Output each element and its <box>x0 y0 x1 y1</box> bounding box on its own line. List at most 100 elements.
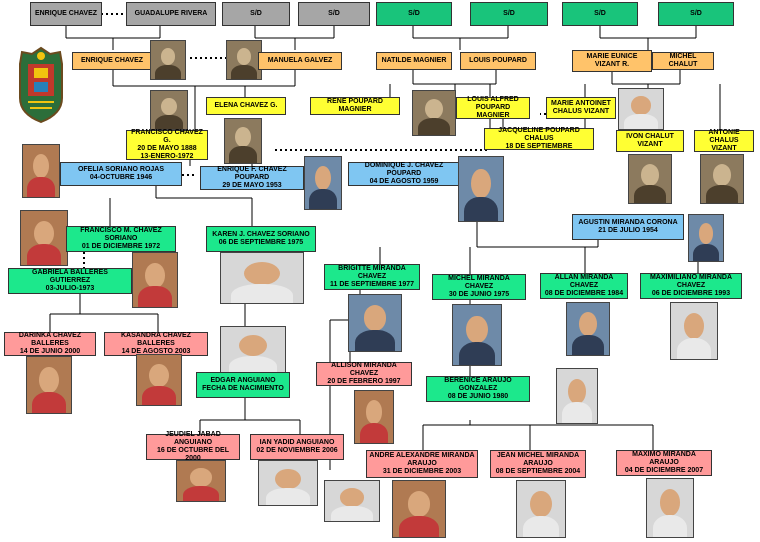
grandparent-louis-poupard[interactable]: LOUIS POUPARD <box>460 52 536 70</box>
person-birth-date: 29 DE MAYO 1953 <box>222 182 282 189</box>
great-grandparent-unknown-1[interactable]: S/D <box>222 2 290 26</box>
person-gabriela-balleres[interactable]: GABRIELA BALLERES GUTIERREZ 03-JULIO-197… <box>8 268 132 294</box>
person-name: ENRIQUE F. CHAVEZ POUPARD <box>217 166 287 181</box>
person-birth-date: 04 DE AGOSTO 1959 <box>369 178 439 185</box>
grandparent-manuela-galvez[interactable]: MANUELA GALVEZ <box>258 52 342 70</box>
person-berenice-araujo[interactable]: BERENICE ARAUJO GONZALEZ 08 DE JUNIO 198… <box>426 376 530 402</box>
great-grandparent-unknown-3[interactable]: S/D <box>376 2 452 26</box>
person-name: EDGAR ANGUIANO <box>210 377 276 384</box>
person-name: IVON CHALUT VIZANT <box>626 133 674 148</box>
person-ian-anguiano[interactable]: IAN YADID ANGUIANO 02 DE NOVIEMBRE 2006 <box>250 434 344 460</box>
person-louis-alfred[interactable]: LOUIS ALFRED POUPARD MAGNIER <box>456 96 530 119</box>
photo-gabriela-balleres <box>132 252 178 308</box>
person-name: ANTONIE CHALUS VIZANT <box>708 129 740 152</box>
photo-berenice-araujo <box>556 368 598 424</box>
great-grandparent-unknown-5[interactable]: S/D <box>562 2 638 26</box>
photo-elena-chavez <box>224 118 262 164</box>
great-grandparent-guadalupe-rivera[interactable]: GUADALUPE RIVERA <box>126 2 216 26</box>
person-birth-date: 04-OCTUBRE 1946 <box>89 174 153 181</box>
great-grandparent-unknown-4[interactable]: S/D <box>470 2 548 26</box>
person-enrique-f-chavez[interactable]: ENRIQUE F. CHAVEZ POUPARD 29 DE MAYO 195… <box>200 166 304 190</box>
person-name: MANUELA GALVEZ <box>267 57 333 64</box>
person-name: ENRIQUE CHAVEZ <box>34 10 98 17</box>
photo-maximo-miranda <box>646 478 694 538</box>
person-name: S/D <box>594 10 606 17</box>
person-name: ALLISON MIRANDA CHAVEZ <box>331 362 397 377</box>
person-birth-date: 06 DE DICIEMBRE 1993 <box>651 290 731 297</box>
person-name: GABRIELA BALLERES GUTIERREZ <box>32 269 108 284</box>
person-maximiliano-miranda[interactable]: MAXIMILIANO MIRANDA CHAVEZ 06 DE DICIEMB… <box>640 273 742 299</box>
photo-ian-anguiano <box>258 460 318 506</box>
person-ivon-chalut[interactable]: IVON CHALUT VIZANT <box>616 130 684 152</box>
person-name: JACQUELINE POUPARD CHALUS <box>498 127 580 142</box>
photo-andre-miranda <box>392 480 446 538</box>
photo-jean-miranda <box>516 480 566 538</box>
person-birth-date: 16 DE OCTUBRE DEL 2000 <box>157 447 229 462</box>
grandparent-natilde-magnier[interactable]: NATILDE MAGNIER <box>376 52 452 70</box>
person-birth-date: 20 DE FEBRERO 1997 <box>327 378 401 385</box>
person-name: MARIE ANTOINET CHALUS VIZANT <box>551 100 611 115</box>
great-grandparent-enrique-chavez[interactable]: ENRIQUE CHAVEZ <box>30 2 102 26</box>
person-name: AGUSTIN MIRANDA CORONA <box>578 219 678 226</box>
person-andre-miranda[interactable]: ANDRE ALEXANDRE MIRANDA ARAUJO 31 DE DIC… <box>366 450 478 478</box>
person-name: MAXIMO MIRANDA ARAUJO <box>632 451 696 466</box>
person-name: KASANDRA CHAVEZ BALLERES <box>121 332 191 347</box>
photo-antoine-chalus <box>700 154 744 204</box>
photo-enrique-chavez <box>150 40 186 80</box>
person-francisco-m-chavez[interactable]: FRANCISCO M. CHAVEZ SORIANO 01 DE DICIEM… <box>66 226 176 252</box>
person-name: DOMINIQUE J. CHAVEZ POUPARD <box>364 162 444 177</box>
grandparent-enrique-chavez[interactable]: ENRIQUE CHAVEZ <box>72 52 152 70</box>
photo-rene-poupard <box>412 90 456 136</box>
grandparent-marie-eunice[interactable]: MARIE EUNICE VIZANT R. <box>572 50 652 72</box>
person-allison-miranda[interactable]: ALLISON MIRANDA CHAVEZ 20 DE FEBRERO 199… <box>316 362 412 386</box>
person-jacqueline-poupard[interactable]: JACQUELINE POUPARD CHALUS 18 DE SEPTIEMB… <box>484 127 594 150</box>
photo-ofelia-soriano <box>22 144 60 198</box>
person-allan-miranda[interactable]: ALLAN MIRANDA CHAVEZ 08 DE DICIEMBRE 198… <box>540 273 628 299</box>
person-darinka-chavez[interactable]: DARINKA CHAVEZ BALLERES 14 DE JUNIO 2000 <box>4 332 96 356</box>
person-birth-date: 30 DE JUNIO 1975 <box>448 291 510 298</box>
person-name: LOUIS POUPARD <box>469 57 527 64</box>
person-name: IAN YADID ANGUIANO <box>259 439 335 446</box>
great-grandparent-unknown-6[interactable]: S/D <box>658 2 734 26</box>
person-karen-chavez[interactable]: KAREN J. CHAVEZ SORIANO 06 DE SEPTIEMBRE… <box>206 226 316 252</box>
photo-dominique-chavez <box>458 156 504 222</box>
person-dominique-chavez[interactable]: DOMINIQUE J. CHAVEZ POUPARD 04 DE AGOSTO… <box>348 162 460 186</box>
person-birth-date: 14 DE JUNIO 2000 <box>19 348 81 355</box>
person-birth-date: 03-JULIO-1973 <box>45 285 95 292</box>
person-maximo-miranda[interactable]: MAXIMO MIRANDA ARAUJO 04 DE DICIEMBRE 20… <box>616 450 712 476</box>
photo-maximiliano-miranda <box>670 302 718 360</box>
person-birth-date: 01 DE DICIEMBRE 1972 <box>81 243 161 250</box>
person-name: JEAN MICHEL MIRANDA ARAUJO <box>496 452 580 467</box>
person-francisco-chavez[interactable]: FRANCISCO CHAVEZ G. 20 DE MAYO 1888 13-E… <box>126 129 208 160</box>
person-edgar-anguiano[interactable]: EDGAR ANGUIANO FECHA DE NACIMIENTO <box>196 372 290 398</box>
person-agustin-miranda[interactable]: AGUSTIN MIRANDA CORONA 21 DE JULIO 1954 <box>572 214 684 240</box>
photo-marie-antoinet <box>618 88 664 130</box>
great-grandparent-unknown-2[interactable]: S/D <box>298 2 370 26</box>
photo-ivon-chalut <box>628 154 672 204</box>
person-kasandra-chavez[interactable]: KASANDRA CHAVEZ BALLERES 14 DE AGOSTO 20… <box>104 332 208 356</box>
person-name: S/D <box>503 10 515 17</box>
person-jean-miranda[interactable]: JEAN MICHEL MIRANDA ARAUJO 08 DE SEPTIEM… <box>490 450 586 478</box>
person-jeudiel-anguiano[interactable]: JEUDIEL JABAD ANGUIANO 16 DE OCTUBRE DEL… <box>146 431 240 462</box>
person-birth-date: 21 DE JULIO 1954 <box>598 227 658 234</box>
person-birth-date: 08 DE SEPTIEMBRE 2004 <box>495 468 581 475</box>
person-michel-miranda[interactable]: MICHEL MIRANDA CHAVEZ 30 DE JUNIO 1975 <box>432 274 526 300</box>
photo-karen-chavez <box>220 252 304 304</box>
grandparent-michel-chalut[interactable]: MICHEL CHALUT <box>652 52 714 70</box>
person-marie-antoinet[interactable]: MARIE ANTOINET CHALUS VIZANT <box>546 97 616 119</box>
photo-enrique-f-chavez <box>304 156 342 210</box>
person-antoine-chalus[interactable]: ANTONIE CHALUS VIZANT <box>694 129 754 152</box>
person-rene-poupard[interactable]: RENE POUPARD MAGNIER <box>310 97 400 115</box>
person-name: S/D <box>408 10 420 17</box>
coat-of-arms-icon <box>19 46 63 124</box>
person-name: ALLAN MIRANDA CHAVEZ <box>554 274 614 289</box>
person-birth-date: 06 DE SEPTIEMBRE 1975 <box>218 239 304 246</box>
person-ofelia-soriano[interactable]: OFELIA SORIANO ROJAS 04-OCTUBRE 1946 <box>60 162 182 186</box>
photo-brigitte-miranda <box>348 294 402 352</box>
person-brigitte-miranda[interactable]: BRIGITTE MIRANDA CHAVEZ 11 DE SEPTIEMBRE… <box>324 264 420 290</box>
person-name: NATILDE MAGNIER <box>381 57 447 64</box>
person-elena-chavez[interactable]: ELENA CHAVEZ G. <box>206 97 286 115</box>
person-birth-date: 18 DE SEPTIEMBRE <box>505 143 573 150</box>
person-name: JEUDIEL JABAD ANGUIANO <box>165 431 221 446</box>
person-name: BERENICE ARAUJO GONZALEZ <box>444 377 512 392</box>
